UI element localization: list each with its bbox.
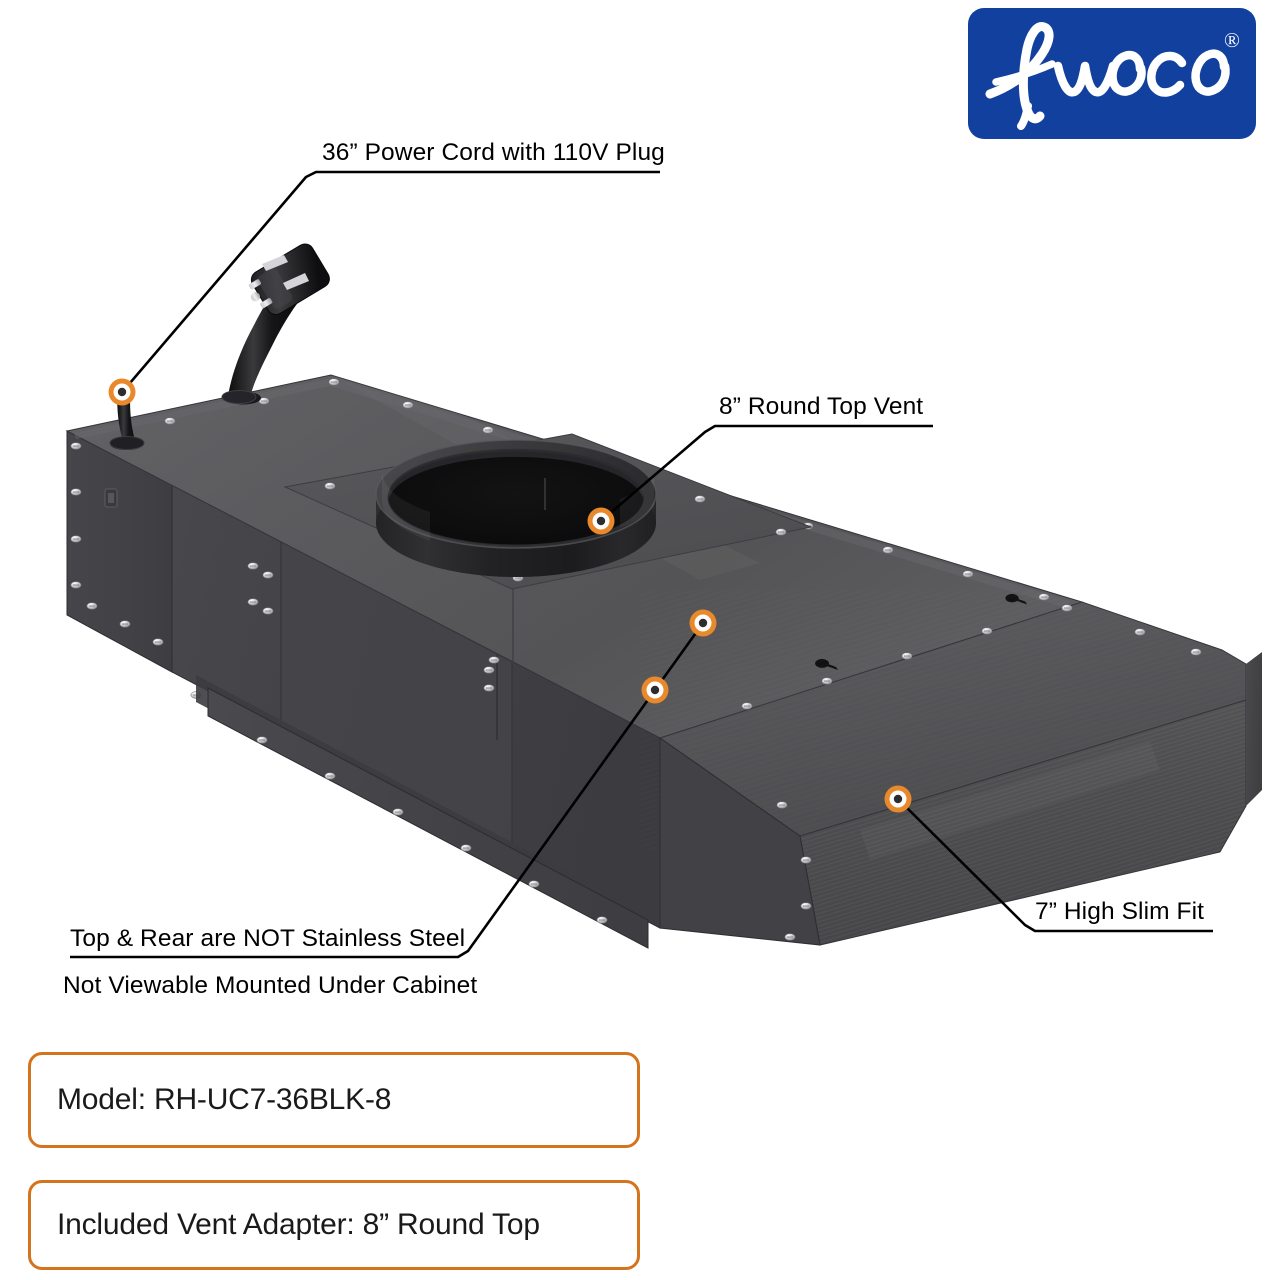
vent-adapter-info-box: Included Vent Adapter: 8” Round Top: [28, 1180, 640, 1270]
model-info-box: Model: RH-UC7-36BLK-8: [28, 1052, 640, 1148]
vent-adapter-info-text: Included Vent Adapter: 8” Round Top: [57, 1208, 540, 1241]
awoco-wordmark: [985, 22, 1230, 130]
awoco-logo: ®: [968, 8, 1256, 139]
registered-trademark-icon: ®: [1224, 28, 1240, 52]
model-info-text: Model: RH-UC7-36BLK-8: [57, 1083, 392, 1116]
callout-label-not-stainless-line1: Top & Rear are NOT Stainless Steel: [70, 925, 466, 952]
callout-label-power-cord: 36” Power Cord with 110V Plug: [322, 139, 665, 166]
callout-label-slim-fit: 7” High Slim Fit: [1035, 898, 1205, 925]
hood-right-end-cap: [1246, 652, 1262, 806]
callout-label-round-top-vent: 8” Round Top Vent: [719, 393, 924, 420]
round-top-vent-collar: [375, 439, 657, 577]
callout-label-not-stainless-line2: Not Viewable Mounted Under Cabinet: [63, 972, 478, 999]
